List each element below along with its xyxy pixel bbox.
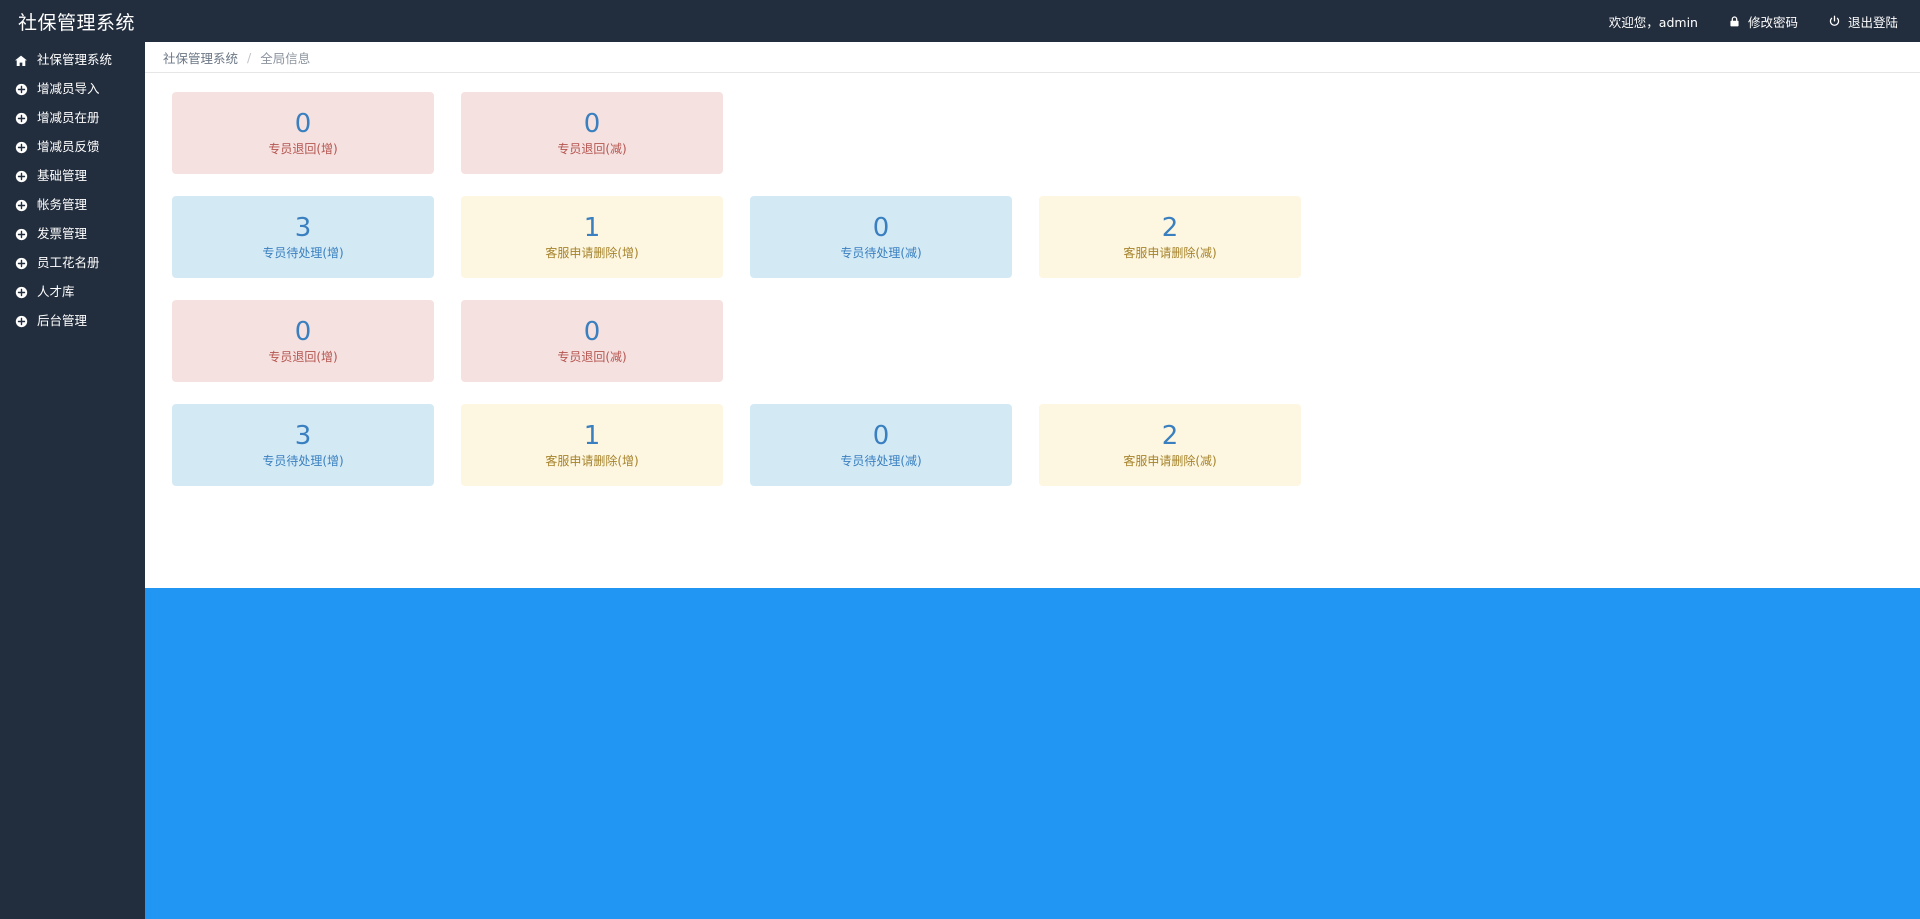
card-row: 3 专员待处理(增) 1 客服申请删除(增) 0 专员待处理(减) 2 客服申请… [172, 196, 1920, 278]
sidebar-item-feedback[interactable]: 增减员反馈 [0, 133, 145, 162]
lock-icon [1728, 15, 1741, 28]
stat-card-label: 专员退回(增) [268, 350, 338, 365]
stat-card[interactable]: 0 专员退回(增) [172, 300, 434, 382]
stat-card-label: 专员待处理(增) [262, 246, 344, 261]
stat-card-label: 专员退回(增) [268, 142, 338, 157]
sidebar-nav: 社保管理系统 增减员导入 增减员在册 增减员反馈 [0, 42, 145, 919]
plus-circle-icon [14, 315, 28, 329]
stat-card-value: 0 [583, 316, 601, 347]
sidebar-item-admin-backend[interactable]: 后台管理 [0, 307, 145, 336]
sidebar-item-invoice[interactable]: 发票管理 [0, 220, 145, 249]
stat-card-label: 专员待处理(减) [840, 246, 922, 261]
sidebar-item-label: 员工花名册 [37, 255, 100, 271]
sidebar-item-talent-pool[interactable]: 人才库 [0, 278, 145, 307]
stat-card-label: 客服申请删除(增) [545, 246, 639, 261]
plus-circle-icon [14, 112, 28, 126]
stat-card[interactable]: 0 专员退回(增) [172, 92, 434, 174]
stat-card-value: 0 [583, 108, 601, 139]
sidebar-item-label: 增减员在册 [37, 110, 100, 126]
plus-circle-icon [14, 199, 28, 213]
stat-card-value: 2 [1161, 212, 1179, 243]
sidebar-item-label: 人才库 [37, 284, 75, 300]
logout-label: 退出登陆 [1847, 14, 1898, 30]
sidebar-item-basic-management[interactable]: 基础管理 [0, 162, 145, 191]
stat-card-value: 1 [583, 212, 601, 243]
sidebar-item-label: 社保管理系统 [37, 52, 113, 68]
stat-card[interactable]: 3 专员待处理(增) [172, 404, 434, 486]
home-icon [14, 54, 28, 68]
grid-spacer [750, 300, 1012, 382]
top-header: 社保管理系统 欢迎您，admin 修改密码 退出登陆 [0, 0, 1920, 42]
stat-card-value: 3 [294, 420, 312, 451]
grid-spacer [1039, 300, 1301, 382]
plus-circle-icon [14, 257, 28, 271]
plus-circle-icon [14, 141, 28, 155]
stat-card-value: 3 [294, 212, 312, 243]
stat-card-value: 0 [872, 420, 890, 451]
stat-card[interactable]: 3 专员待处理(增) [172, 196, 434, 278]
stat-card-label: 专员待处理(减) [840, 454, 922, 469]
stat-card-value: 1 [583, 420, 601, 451]
sidebar-item-home[interactable]: 社保管理系统 [0, 46, 145, 75]
stat-card-label: 专员退回(减) [557, 142, 627, 157]
breadcrumb-separator: / [247, 49, 252, 65]
header-actions: 欢迎您，admin 修改密码 退出登陆 [1609, 12, 1920, 31]
sidebar-item-label: 后台管理 [37, 313, 88, 329]
breadcrumb-root-link[interactable]: 社保管理系统 [163, 50, 239, 66]
breadcrumb: 社保管理系统 / 全局信息 [145, 42, 1920, 73]
stat-card[interactable]: 2 客服申请删除(减) [1039, 196, 1301, 278]
stat-card[interactable]: 2 客服申请删除(减) [1039, 404, 1301, 486]
stat-card-label: 客服申请删除(减) [1123, 454, 1217, 469]
sidebar-item-label: 发票管理 [37, 226, 88, 242]
sidebar-item-label: 增减员导入 [37, 81, 100, 97]
stat-card[interactable]: 0 专员退回(减) [461, 92, 723, 174]
grid-spacer [1039, 92, 1301, 174]
sidebar-item-label: 增减员反馈 [37, 139, 100, 155]
power-icon [1828, 15, 1841, 28]
stat-card-value: 0 [294, 108, 312, 139]
stat-card-value: 0 [872, 212, 890, 243]
sidebar-item-import[interactable]: 增减员导入 [0, 75, 145, 104]
plus-circle-icon [14, 170, 28, 184]
grid-spacer [750, 92, 1012, 174]
plus-circle-icon [14, 286, 28, 300]
change-password-label: 修改密码 [1747, 14, 1798, 30]
app-brand-title: 社保管理系统 [18, 11, 136, 34]
stat-card[interactable]: 0 专员退回(减) [461, 300, 723, 382]
card-row: 0 专员退回(增) 0 专员退回(减) [172, 300, 1920, 382]
sidebar-item-label: 帐务管理 [37, 197, 88, 213]
logout-button[interactable]: 退出登陆 [1828, 12, 1898, 31]
sidebar-item-employee-roster[interactable]: 员工花名册 [0, 249, 145, 278]
welcome-text: 欢迎您，admin [1608, 14, 1698, 30]
welcome-user-label: 欢迎您，admin [1609, 12, 1698, 31]
dashboard-card-grid: 0 专员退回(增) 0 专员退回(减) 3 专员待处理(增) 1 客服申请删除(… [145, 73, 1920, 486]
sidebar-item-registry[interactable]: 增减员在册 [0, 104, 145, 133]
plus-circle-icon [14, 228, 28, 242]
stat-card-label: 客服申请删除(增) [545, 454, 639, 469]
card-row: 3 专员待处理(增) 1 客服申请删除(增) 0 专员待处理(减) 2 客服申请… [172, 404, 1920, 486]
stat-card-value: 0 [294, 316, 312, 347]
stat-card[interactable]: 0 专员待处理(减) [750, 404, 1012, 486]
stat-card-label: 客服申请删除(减) [1123, 246, 1217, 261]
stat-card[interactable]: 1 客服申请删除(增) [461, 404, 723, 486]
sidebar-item-label: 基础管理 [37, 168, 88, 184]
card-row: 0 专员退回(增) 0 专员退回(减) [172, 92, 1920, 174]
plus-circle-icon [14, 83, 28, 97]
stat-card[interactable]: 1 客服申请删除(增) [461, 196, 723, 278]
stat-card-label: 专员待处理(增) [262, 454, 344, 469]
bottom-blue-panel [145, 588, 1920, 919]
stat-card-value: 2 [1161, 420, 1179, 451]
stat-card[interactable]: 0 专员待处理(减) [750, 196, 1012, 278]
change-password-button[interactable]: 修改密码 [1728, 12, 1798, 31]
sidebar-item-accounting[interactable]: 帐务管理 [0, 191, 145, 220]
stat-card-label: 专员退回(减) [557, 350, 627, 365]
breadcrumb-current-page: 全局信息 [260, 50, 311, 66]
